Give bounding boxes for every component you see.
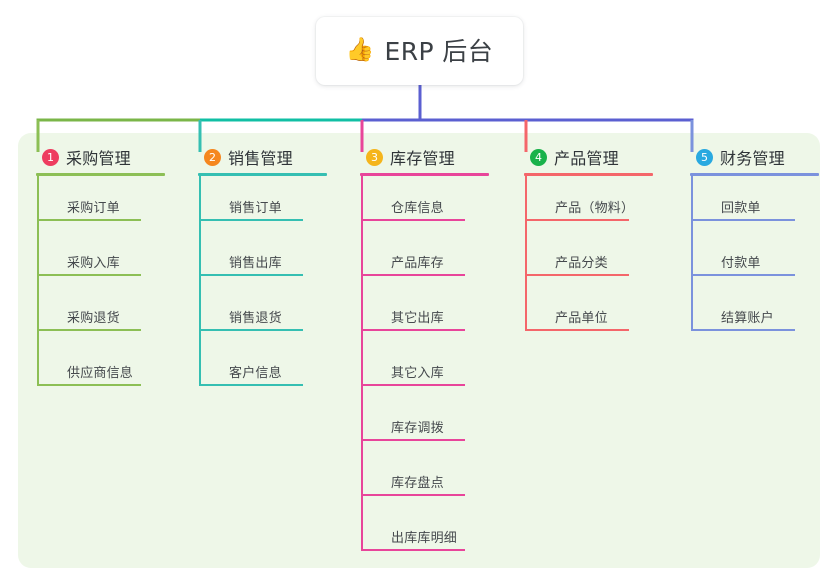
- column-spine: [361, 176, 363, 551]
- column-header-underline: [36, 173, 165, 176]
- column-title: 产品管理: [554, 149, 619, 168]
- list-item-label: 采购入库: [67, 256, 120, 271]
- list-item-label: 产品单位: [555, 311, 608, 326]
- list-item-label: 销售退货: [229, 311, 282, 326]
- column-header-财务管理[interactable]: 5 财务管理: [696, 145, 785, 169]
- column-header-库存管理[interactable]: 3 库存管理: [366, 145, 455, 169]
- list-item[interactable]: 其它出库: [361, 311, 465, 331]
- column-header-underline: [198, 173, 327, 176]
- column-badge-2: 2: [204, 148, 221, 166]
- list-item[interactable]: 供应商信息: [37, 366, 141, 386]
- list-item[interactable]: 产品单位: [525, 311, 629, 331]
- root-node-content: 👍 ERP 后台: [346, 32, 493, 70]
- list-item-label: 出库库明细: [391, 531, 458, 546]
- list-item[interactable]: 销售出库: [199, 256, 303, 276]
- list-item-label: 产品（物料）: [555, 201, 635, 216]
- list-item-label: 销售出库: [229, 256, 282, 271]
- column-container: 1 采购管理采购订单采购入库采购退货供应商信息 2 销售管理销售订单销售出库销售退货客…: [18, 133, 820, 568]
- column-title: 采购管理: [66, 149, 131, 168]
- column-badge-4: 4: [530, 148, 547, 166]
- list-item-label: 采购订单: [67, 201, 120, 216]
- list-item-label: 结算账户: [721, 311, 774, 326]
- column-header-采购管理[interactable]: 1 采购管理: [42, 145, 131, 169]
- list-item-label: 其它出库: [391, 311, 444, 326]
- column-header-产品管理[interactable]: 4 产品管理: [530, 145, 619, 169]
- list-item[interactable]: 客户信息: [199, 366, 303, 386]
- column-badge-3: 3: [366, 148, 383, 166]
- column-spine: [199, 176, 201, 386]
- list-item-label: 客户信息: [229, 366, 282, 381]
- column-spine: [525, 176, 527, 331]
- list-item-label: 销售订单: [229, 201, 282, 216]
- list-item[interactable]: 产品分类: [525, 256, 629, 276]
- list-item-label: 其它入库: [391, 366, 444, 381]
- list-item[interactable]: 仓库信息: [361, 201, 465, 221]
- list-item[interactable]: 结算账户: [691, 311, 795, 331]
- column-header-销售管理[interactable]: 2 销售管理: [204, 145, 293, 169]
- column-header-underline: [524, 173, 653, 176]
- list-item[interactable]: 销售退货: [199, 311, 303, 331]
- list-item[interactable]: 产品（物料）: [525, 201, 634, 221]
- list-item-label: 回款单: [721, 201, 761, 216]
- thumbs-up-icon: 👍: [345, 36, 375, 63]
- list-item-label: 付款单: [721, 256, 761, 271]
- list-item[interactable]: 其它入库: [361, 366, 465, 386]
- list-item[interactable]: 采购退货: [37, 311, 141, 331]
- list-item-label: 产品分类: [555, 256, 608, 271]
- list-item-label: 产品库存: [391, 256, 444, 271]
- column-header-underline: [360, 173, 489, 176]
- root-node-title: ERP 后台: [384, 37, 494, 66]
- list-item[interactable]: 销售订单: [199, 201, 303, 221]
- column-title: 财务管理: [720, 149, 785, 168]
- root-node-card[interactable]: 👍 ERP 后台: [316, 17, 523, 85]
- list-item[interactable]: 出库库明细: [361, 531, 465, 551]
- column-spine: [37, 176, 39, 386]
- column-header-underline: [690, 173, 819, 176]
- list-item[interactable]: 库存调拨: [361, 421, 465, 441]
- list-item[interactable]: 采购订单: [37, 201, 141, 221]
- list-item-label: 供应商信息: [67, 366, 134, 381]
- list-item[interactable]: 采购入库: [37, 256, 141, 276]
- list-item-label: 仓库信息: [391, 201, 444, 216]
- list-item[interactable]: 回款单: [691, 201, 795, 221]
- list-item[interactable]: 库存盘点: [361, 476, 465, 496]
- column-spine: [691, 176, 693, 331]
- column-title: 销售管理: [228, 149, 293, 168]
- list-item[interactable]: 付款单: [691, 256, 795, 276]
- list-item[interactable]: 产品库存: [361, 256, 465, 276]
- list-item-label: 采购退货: [67, 311, 120, 326]
- column-badge-5: 5: [696, 148, 713, 166]
- list-item-label: 库存盘点: [391, 476, 444, 491]
- column-badge-1: 1: [42, 148, 59, 166]
- column-title: 库存管理: [390, 149, 455, 168]
- list-item-label: 库存调拨: [391, 421, 444, 436]
